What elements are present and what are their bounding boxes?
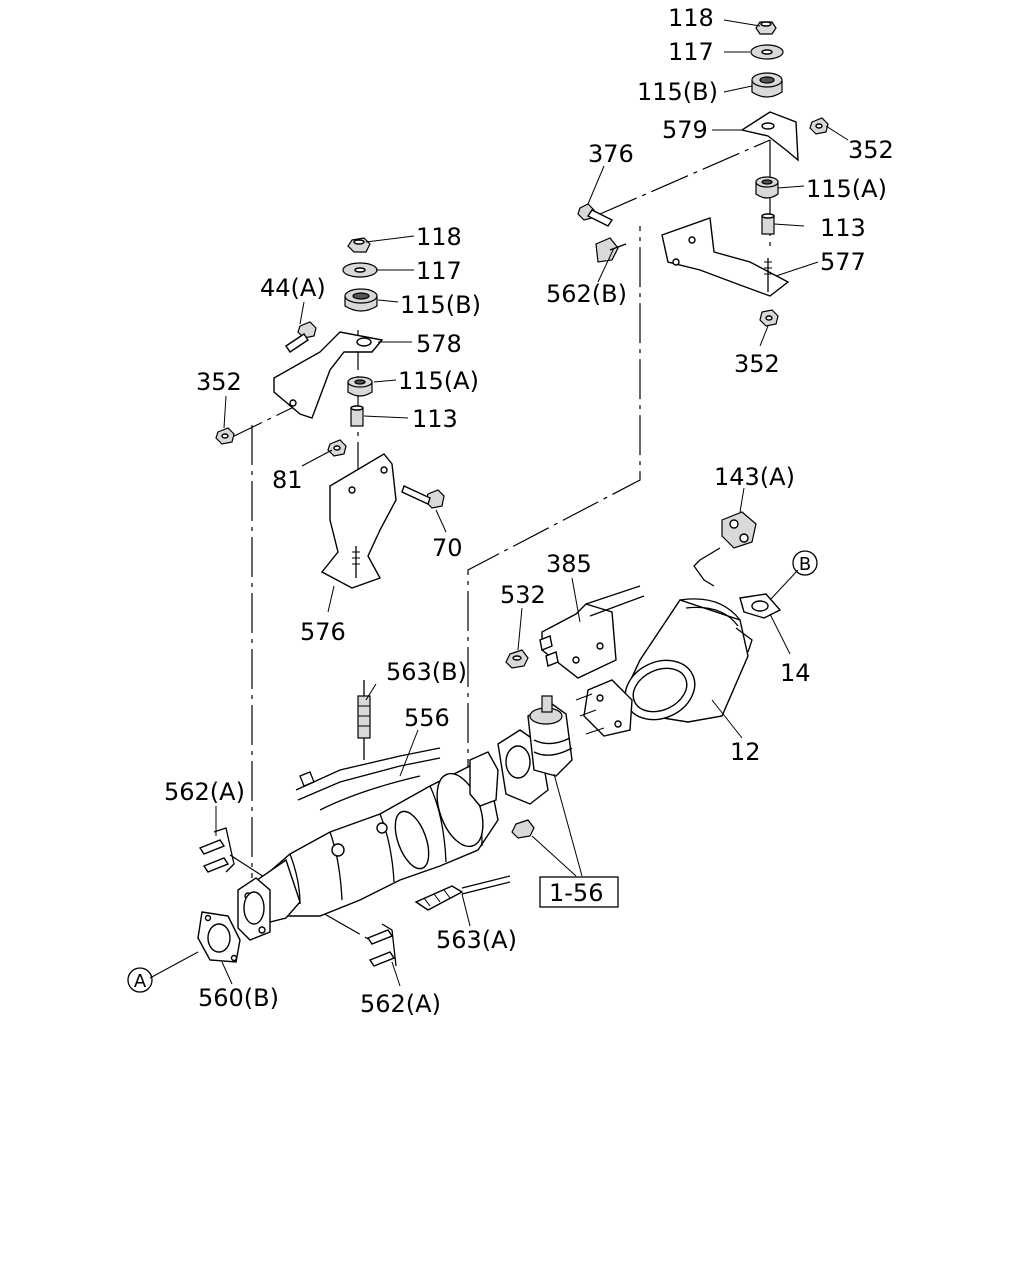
label-352-right: 352: [734, 350, 780, 378]
nut-352-left: [215, 427, 235, 445]
bracket-385: [539, 585, 645, 679]
label-385: 385: [546, 550, 592, 578]
label-532: 532: [500, 581, 546, 609]
studs-562a-bottom: [366, 923, 397, 967]
label-562a-left: 562(A): [164, 778, 245, 806]
label-115a-top: 115(A): [806, 175, 887, 203]
leader-lines: [149, 19, 849, 987]
bushing-115b-left: [344, 288, 378, 312]
washer-117-left: [342, 262, 378, 278]
label-563a: 563(A): [436, 926, 517, 954]
bracket-579: [740, 111, 799, 162]
gasket-14: [739, 593, 782, 619]
part-labels: 118 117 115(B) 579 352 376 115(A) 113 57…: [164, 4, 894, 1018]
label-562b: 562(B): [546, 280, 627, 308]
label-118-top: 118: [668, 4, 714, 32]
label-556: 556: [404, 704, 450, 732]
label-115b-top: 115(B): [637, 78, 718, 106]
left-mount: [215, 237, 445, 589]
hanger-rod: [693, 547, 721, 587]
label-577: 577: [820, 248, 866, 276]
muffler-area: [505, 511, 782, 737]
nut-352-topright: [809, 117, 829, 135]
nut-81: [327, 439, 347, 457]
label-14: 14: [780, 659, 811, 687]
converter-556: [237, 747, 499, 941]
ref-a-label: A: [134, 971, 147, 992]
reference-a: A: [127, 967, 153, 993]
label-376: 376: [588, 140, 634, 168]
reference-b: B: [792, 550, 818, 576]
studs-562a-left: [198, 827, 235, 873]
actuator-1-56: [497, 695, 573, 839]
bracket-578: [273, 331, 384, 419]
bolt-376: [577, 203, 614, 227]
bushing-115a-top: [755, 176, 779, 199]
sensor-563a: [414, 875, 511, 911]
label-143a: 143(A): [714, 463, 795, 491]
label-118-left: 118: [416, 223, 462, 251]
sleeve-113-left: [350, 405, 364, 427]
label-352-topright: 352: [848, 136, 894, 164]
label-117-top: 117: [668, 38, 714, 66]
bushing-115b-top: [751, 72, 783, 98]
clip-562b: [595, 237, 627, 263]
label-81: 81: [272, 466, 303, 494]
bushing-115a-left: [347, 376, 373, 397]
label-117-left: 117: [416, 257, 462, 285]
label-576: 576: [300, 618, 346, 646]
sensor-563b: [357, 680, 371, 760]
label-113-top: 113: [820, 214, 866, 242]
label-1-56: 1-56: [549, 879, 603, 907]
label-560b: 560(B): [198, 984, 279, 1012]
label-562a-bottom: 562(A): [360, 990, 441, 1018]
ref-box-1-56: [539, 876, 619, 908]
label-113-left: 113: [412, 405, 458, 433]
washer-117-top: [750, 44, 784, 60]
bracket-577: [661, 217, 790, 297]
bolt-44a: [285, 321, 317, 353]
label-578: 578: [416, 330, 462, 358]
bracket-576: [320, 453, 397, 589]
label-44a: 44(A): [260, 274, 326, 302]
sleeve-113-top: [761, 213, 775, 235]
gasket-560b: [197, 911, 241, 963]
hanger-143a: [721, 511, 757, 549]
top-right-mount: [577, 21, 829, 327]
label-115a-left: 115(A): [398, 367, 479, 395]
nut-118-top: [755, 21, 777, 35]
label-563b: 563(B): [386, 658, 467, 686]
label-12: 12: [730, 738, 761, 766]
nut-1-56: [511, 819, 535, 839]
ref-b-label: B: [799, 554, 811, 575]
bolt-70: [401, 485, 445, 509]
nut-352-right: [759, 309, 779, 327]
label-352-left: 352: [196, 368, 242, 396]
nut-532: [505, 649, 529, 669]
label-70: 70: [432, 534, 463, 562]
muffler-12: [575, 598, 753, 737]
label-579: 579: [662, 116, 708, 144]
nut-118-left: [347, 237, 371, 253]
label-115b-left: 115(B): [400, 291, 481, 319]
